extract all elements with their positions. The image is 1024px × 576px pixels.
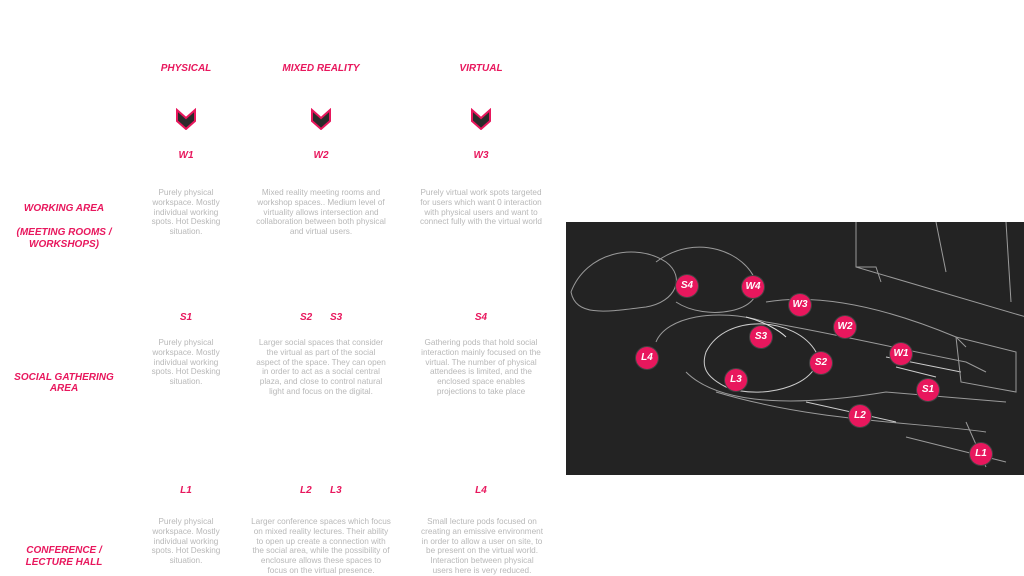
map-pin-w2[interactable]: W2 xyxy=(834,316,856,338)
code-s1: S1 xyxy=(179,312,193,323)
code-l1: L1 xyxy=(180,485,192,496)
map-pin-w3[interactable]: W3 xyxy=(789,294,811,316)
code-l4: L4 xyxy=(475,485,487,496)
code-s4: S4 xyxy=(474,312,488,323)
code-w1: W1 xyxy=(178,150,194,161)
column-header-mixed-reality: MIXED REALITY xyxy=(282,63,360,74)
chevron-down-icon xyxy=(471,108,491,130)
map-pin-l2[interactable]: L2 xyxy=(849,405,871,427)
map-pin-s3[interactable]: S3 xyxy=(750,326,772,348)
description-s4: Gathering pods that hold social interact… xyxy=(421,338,541,396)
site-plan-linework xyxy=(570,222,1024,468)
row-title: WORKING AREA xyxy=(23,203,105,214)
row-label-social-gathering: SOCIAL GATHERING AREA xyxy=(14,372,114,394)
site-plan-map: S4 W4 W3 W2 W1 S1 S2 S3 L4 L3 L2 L1 xyxy=(566,222,1024,475)
code-w2: W2 xyxy=(313,150,329,161)
map-pin-l1[interactable]: L1 xyxy=(970,443,992,465)
column-header-physical: PHYSICAL xyxy=(160,63,212,74)
description-l1: Purely physical workspace. Mostly indivi… xyxy=(151,517,221,566)
description-l4: Small lecture pods focused on creating a… xyxy=(421,517,543,575)
map-pin-l3[interactable]: L3 xyxy=(725,369,747,391)
description-w2: Mixed reality meeting rooms and workshop… xyxy=(256,188,386,237)
description-w3: Purely virtual work spots targeted for u… xyxy=(420,188,542,227)
map-pin-s4[interactable]: S4 xyxy=(676,275,698,297)
chevron-down-icon xyxy=(176,108,196,130)
code-s3: S3 xyxy=(330,312,343,323)
chevron-down-icon xyxy=(311,108,331,130)
map-pin-l4[interactable]: L4 xyxy=(636,347,658,369)
description-l2-l3: Larger conference spaces which focus on … xyxy=(251,517,391,575)
code-w3: W3 xyxy=(473,150,489,161)
description-s2-s3: Larger social spaces that consider the v… xyxy=(256,338,386,396)
code-l3: L3 xyxy=(330,485,342,496)
code-l2: L2 xyxy=(300,485,312,496)
map-pin-s2[interactable]: S2 xyxy=(810,352,832,374)
map-pin-w4[interactable]: W4 xyxy=(742,276,764,298)
row-label-working-area: WORKING AREA (MEETING ROOMS / WORKSHOPS) xyxy=(4,203,124,251)
column-header-virtual: VIRTUAL xyxy=(459,63,503,74)
map-pin-s1[interactable]: S1 xyxy=(917,379,939,401)
row-label-conference-lecture: CONFERENCE / LECTURE HALL xyxy=(25,545,103,568)
row-subtitle: (MEETING ROOMS / WORKSHOPS) xyxy=(16,227,112,250)
map-pin-w1[interactable]: W1 xyxy=(890,343,912,365)
code-s2: S2 xyxy=(300,312,313,323)
description-s1: Purely physical workspace. Mostly indivi… xyxy=(151,338,221,387)
description-w1: Purely physical workspace. Mostly indivi… xyxy=(151,188,221,237)
